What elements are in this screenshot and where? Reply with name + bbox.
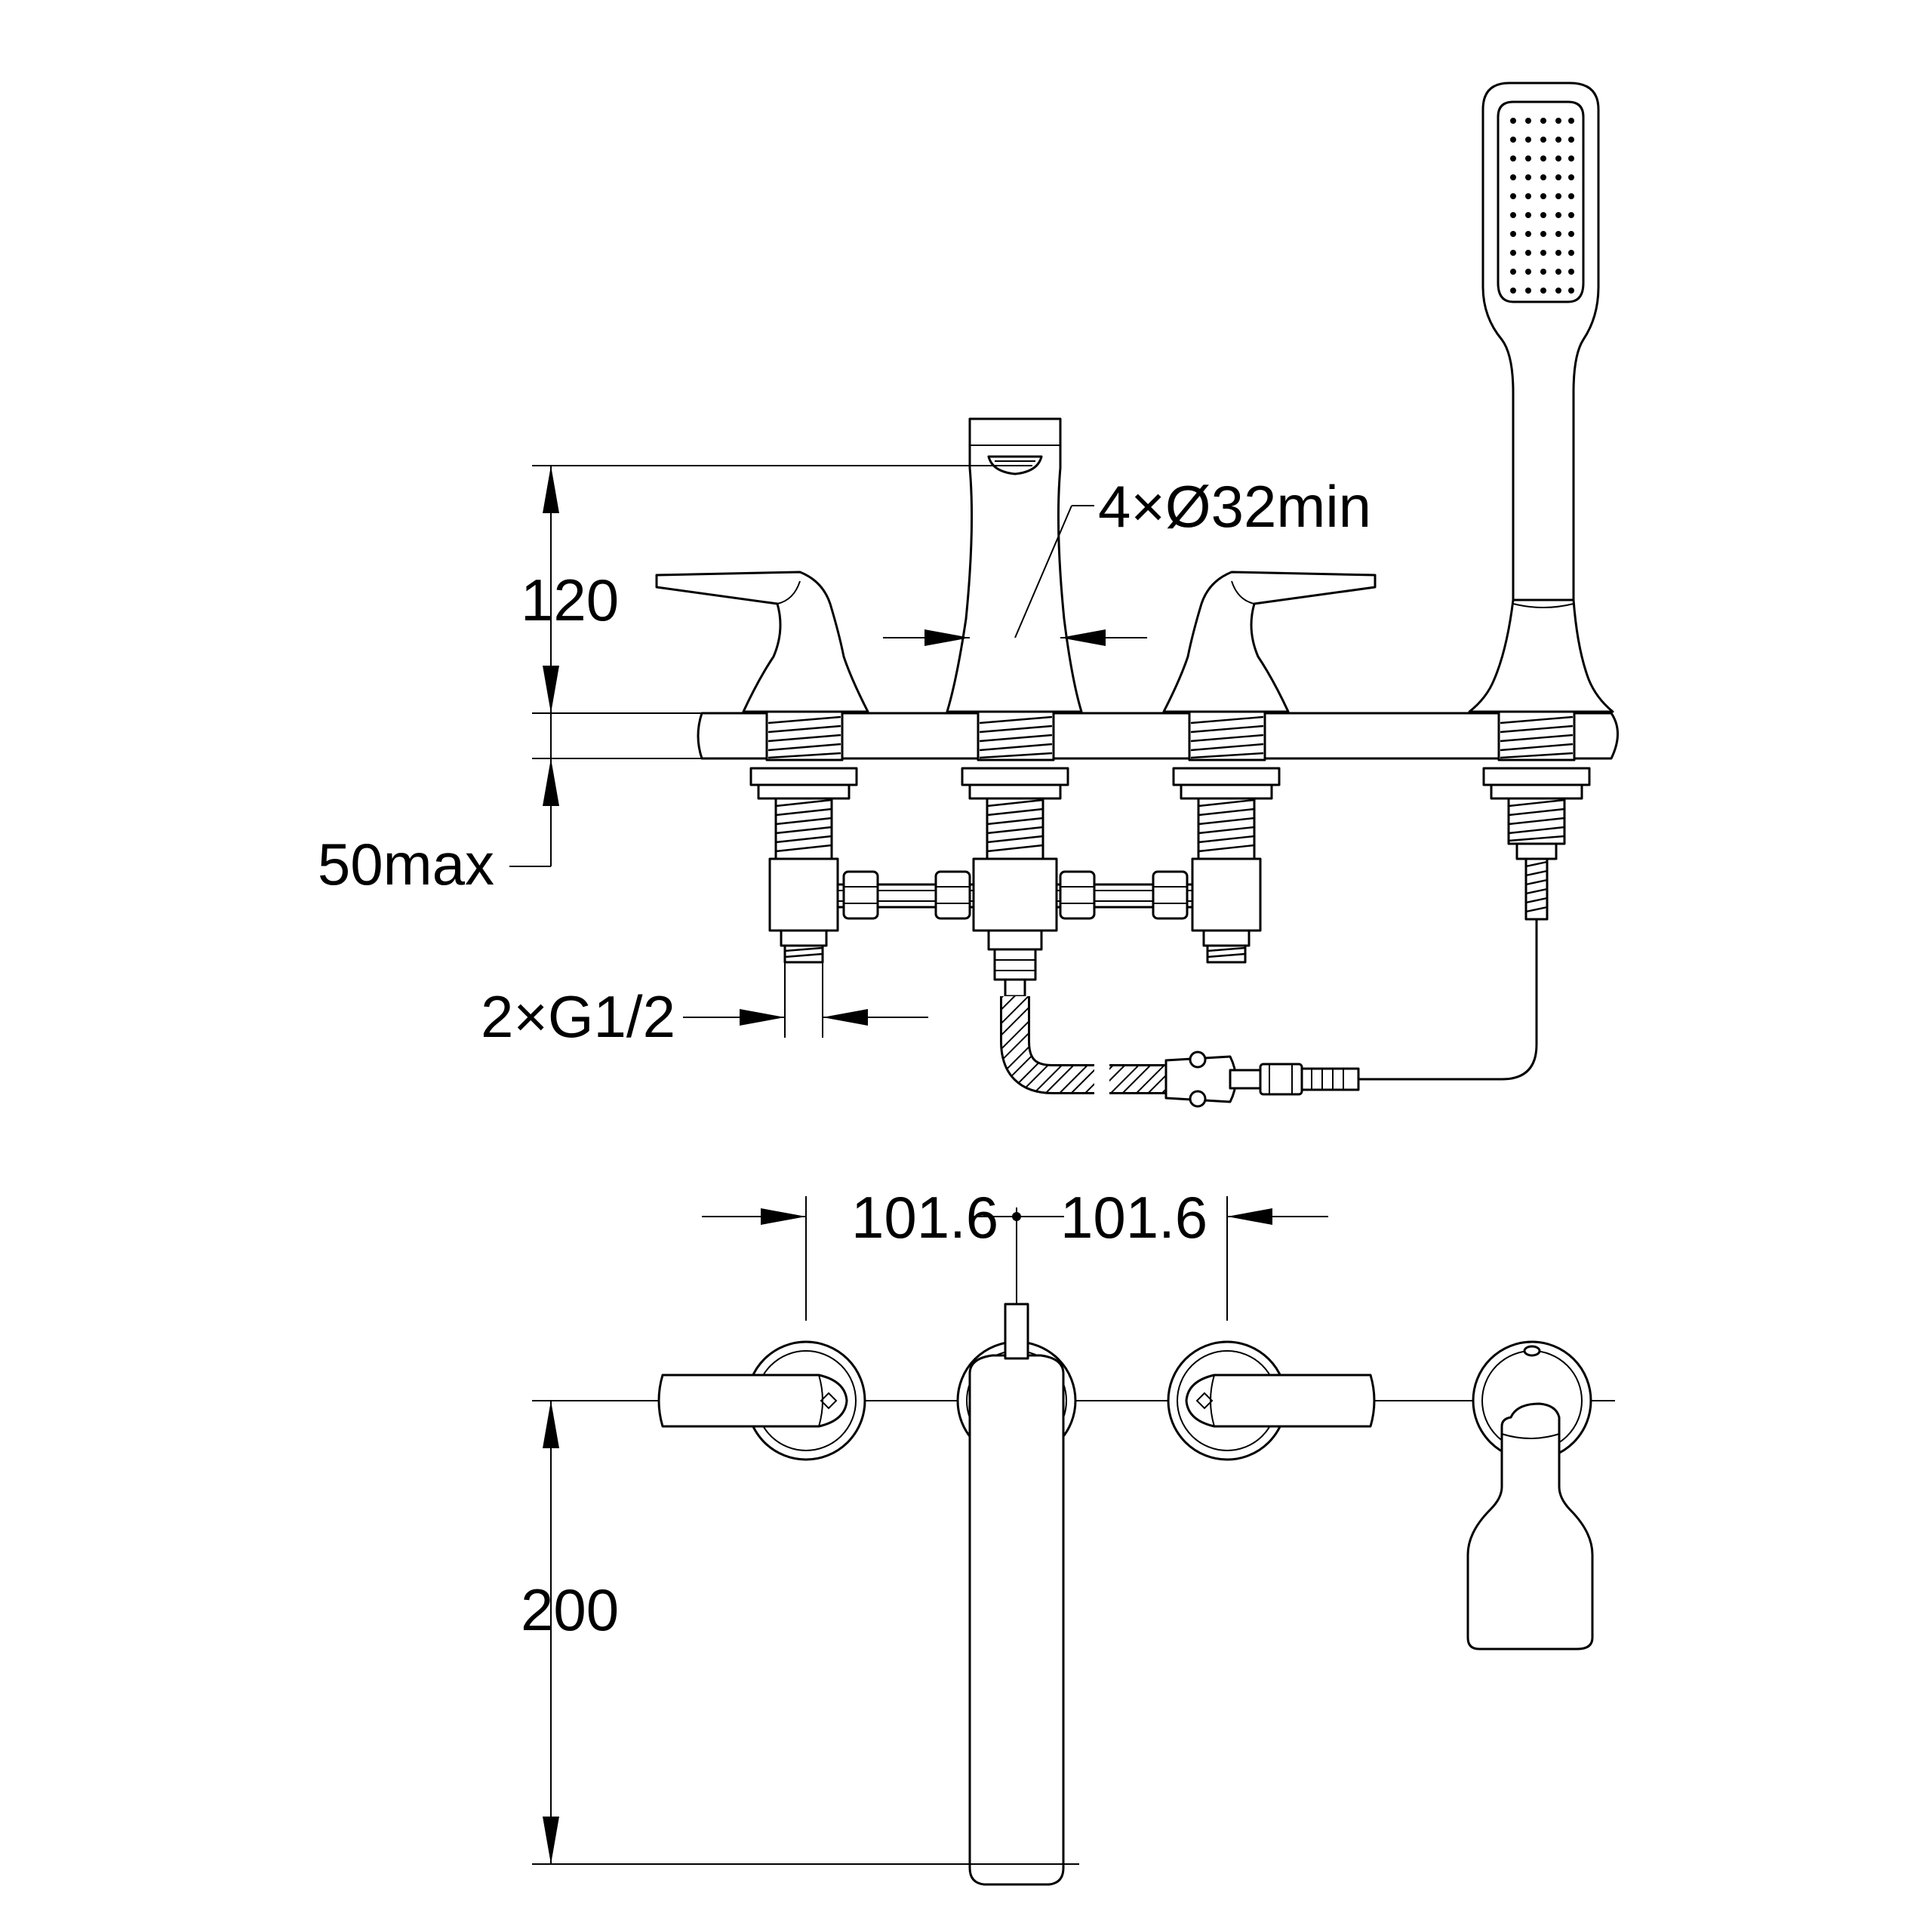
dim-hole-32: 4×Ø32min [883,473,1371,646]
right-handle-front [1162,571,1377,713]
left-handle-plan [657,1340,866,1461]
dim-label-spacing-right: 101.6 [1060,1184,1208,1251]
shower-holder-plan [1466,1340,1594,1651]
left-handle-front [655,571,869,713]
dim-label-g12: 2×G1/2 [481,983,675,1050]
dim-reach-200: 200 [521,1401,951,1865]
dim-height-120: 120 [521,465,1011,714]
front-elevation: 120 50max 4×Ø32min 2×G [318,82,1619,1108]
spout-front [946,417,1083,713]
dim-label-spacing-left: 101.6 [851,1184,998,1251]
shower-nozzles [1510,118,1574,294]
spout-plan [951,1303,1079,1886]
dim-label-50max: 50max [318,831,494,897]
dim-label-hole: 4×Ø32min [1098,473,1371,540]
shower-hose [1000,918,1538,1108]
plan-view: 101.6 101.6 200 [521,1184,1615,1886]
dim-spacing: 101.6 101.6 [702,1184,1328,1321]
dim-label-120: 120 [521,567,619,633]
right-handle-plan [1167,1340,1376,1461]
deck-slab [697,710,1619,761]
hand-shower-front [1468,82,1614,713]
valve-bodies [768,857,1262,998]
dim-deck-50max: 50max [318,713,702,897]
dim-inlet-g12: 2×G1/2 [481,962,928,1050]
dim-label-200: 200 [521,1577,619,1643]
